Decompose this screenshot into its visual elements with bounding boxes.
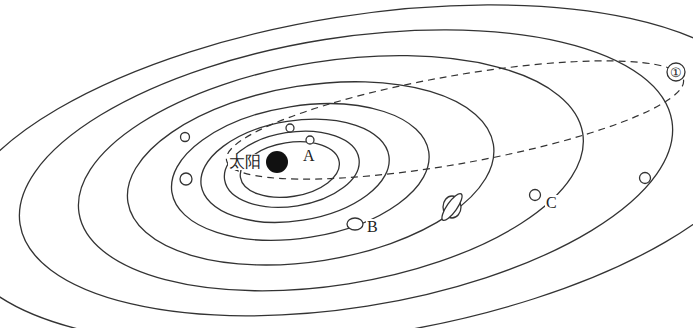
planet-label: C	[545, 195, 558, 211]
sun-label: 太阳	[228, 154, 262, 170]
callout-number: ①	[669, 66, 683, 79]
planet-label: B	[366, 219, 379, 235]
planet-label: A	[302, 148, 316, 164]
